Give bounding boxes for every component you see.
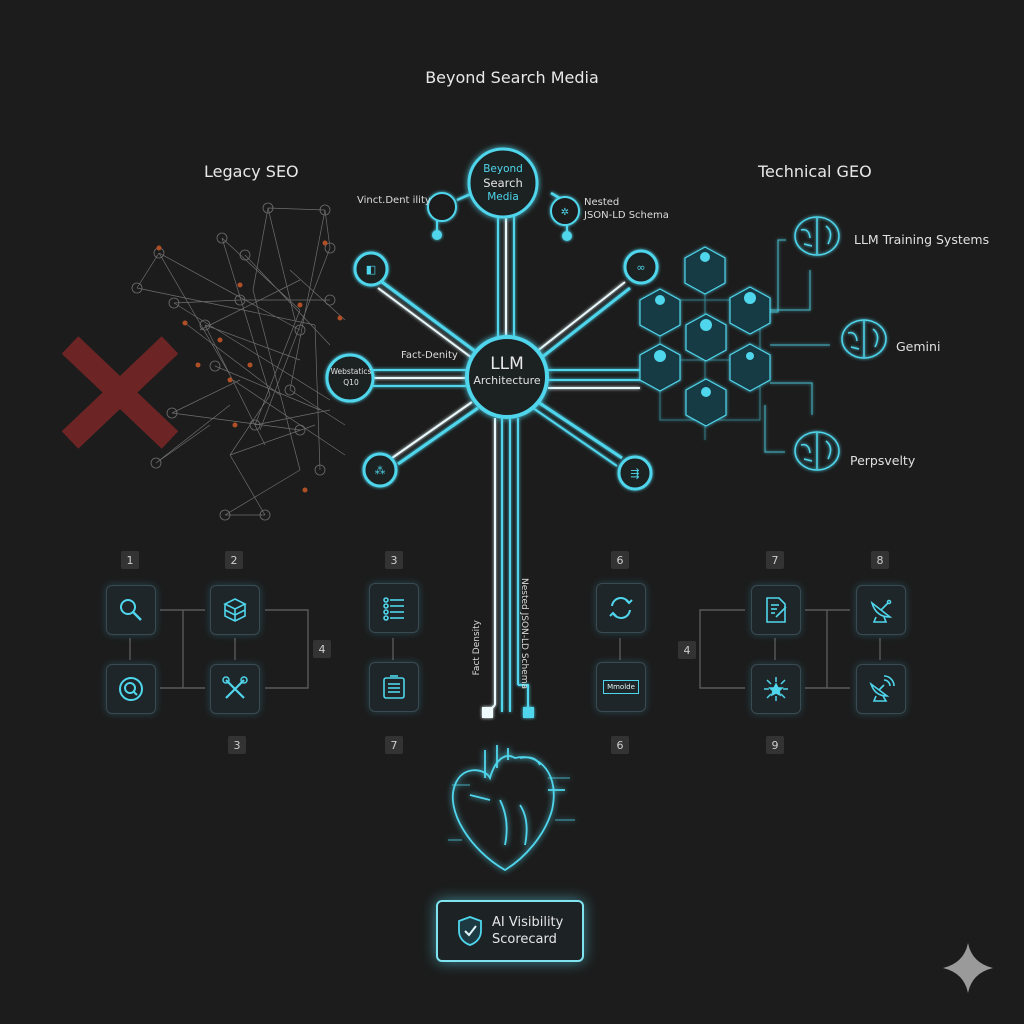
link-icon: ∞ <box>636 261 645 274</box>
top-hub-node <box>467 147 539 219</box>
brain-icons <box>794 216 887 471</box>
step-badge-2: 2 <box>225 551 243 569</box>
tile-search[interactable] <box>106 585 156 635</box>
step-badge-9: 9 <box>766 736 784 754</box>
top-connector-nodes: ✲ <box>427 191 580 241</box>
svg-text:✲: ✲ <box>561 207 569 218</box>
vertical-fact-density-label: Fact Density <box>472 620 482 676</box>
center-hub-label: LLM Architecture <box>473 354 541 387</box>
scorecard-label: AI Visibility Scorecard <box>492 915 564 947</box>
tile-tools[interactable] <box>210 664 260 714</box>
step-badge-6-top: 6 <box>611 551 629 569</box>
legacy-network-graph <box>131 202 346 521</box>
step-badge-3-top: 3 <box>385 551 403 569</box>
connector-label-right: Nested JSON-LD Schema <box>584 197 669 221</box>
tile-antenna[interactable] <box>856 664 906 714</box>
antenna-signal-icon <box>869 675 895 702</box>
refresh-icon <box>609 597 633 619</box>
sparkle-icon <box>943 943 993 993</box>
step-badge-1: 1 <box>121 551 139 569</box>
tile-network[interactable] <box>751 664 801 714</box>
tile-layers[interactable] <box>210 585 260 635</box>
step-badge-4: 4 <box>313 640 331 658</box>
technical-geo-title: Technical GEO <box>758 162 872 181</box>
fact-density-label: Fact-Denity <box>401 350 458 361</box>
shield-check-icon <box>458 916 482 946</box>
hub-spokes <box>373 210 645 718</box>
middle-grid-connectors <box>392 638 621 660</box>
anatomical-heart-icon <box>448 745 575 872</box>
schema-cube-cluster <box>639 239 830 453</box>
center-hub-node <box>465 335 549 419</box>
rejected-x-icon <box>61 336 179 449</box>
cluster-icon: ⁂ <box>375 464 386 477</box>
tile-dish[interactable] <box>856 585 906 635</box>
step-badge-6-bottom: 6 <box>611 736 629 754</box>
satellite-dish-icon <box>870 599 893 623</box>
right-grid-connectors <box>699 609 881 689</box>
tile-list[interactable] <box>369 583 419 633</box>
speaker-icon: ◧ <box>366 263 376 276</box>
vertical-schema-label: Nested JSON-LD Schema <box>519 578 529 690</box>
page-title: Beyond Search Media <box>425 68 599 87</box>
left-grid-connectors <box>129 609 309 689</box>
q-circle-icon <box>119 677 143 701</box>
tile-module[interactable]: Mmolde <box>596 662 646 712</box>
tile-document[interactable] <box>751 585 801 635</box>
step-badge-8: 8 <box>871 551 889 569</box>
star-burst-icon <box>764 677 788 701</box>
clipboard-icon <box>383 675 405 699</box>
fact-density-terminal <box>482 707 493 718</box>
tile-q-search[interactable] <box>106 664 156 714</box>
schema-terminal <box>523 707 534 718</box>
step-badge-3: 3 <box>228 736 246 754</box>
spoke-nodes <box>325 249 659 491</box>
step-badge-7: 7 <box>766 551 784 569</box>
brain-icon-gemini <box>841 319 887 359</box>
output-label-llm-training: LLM Training Systems <box>854 232 990 247</box>
list-icon <box>383 597 404 621</box>
magnifier-icon <box>120 599 142 621</box>
document-edit-icon <box>766 597 787 623</box>
step-badge-7-bottom: 7 <box>385 736 403 754</box>
webstatics-node-label: Webstatics Q10 <box>330 367 372 387</box>
legacy-seo-title: Legacy SEO <box>204 162 299 181</box>
data-flow-icon: ⇶ <box>630 467 639 480</box>
brain-icon-perplexity <box>794 431 840 471</box>
wrench-icon <box>222 676 248 699</box>
connector-label-left: Vinct.Dent ility <box>357 195 431 206</box>
tile-sync[interactable] <box>596 583 646 633</box>
output-label-gemini: Gemini <box>896 339 941 354</box>
stacked-boxes-icon <box>223 598 247 622</box>
step-badge-4-right: 4 <box>678 641 696 659</box>
brain-icon-llm-training <box>794 216 840 256</box>
top-hub-label: Beyond Search Media <box>483 163 523 203</box>
ai-visibility-scorecard-button[interactable]: AI Visibility Scorecard <box>436 900 584 962</box>
module-box-icon: Mmolde <box>603 680 639 694</box>
tile-clipboard[interactable] <box>369 662 419 712</box>
output-label-perplexity: Perpsvelty <box>850 453 916 468</box>
